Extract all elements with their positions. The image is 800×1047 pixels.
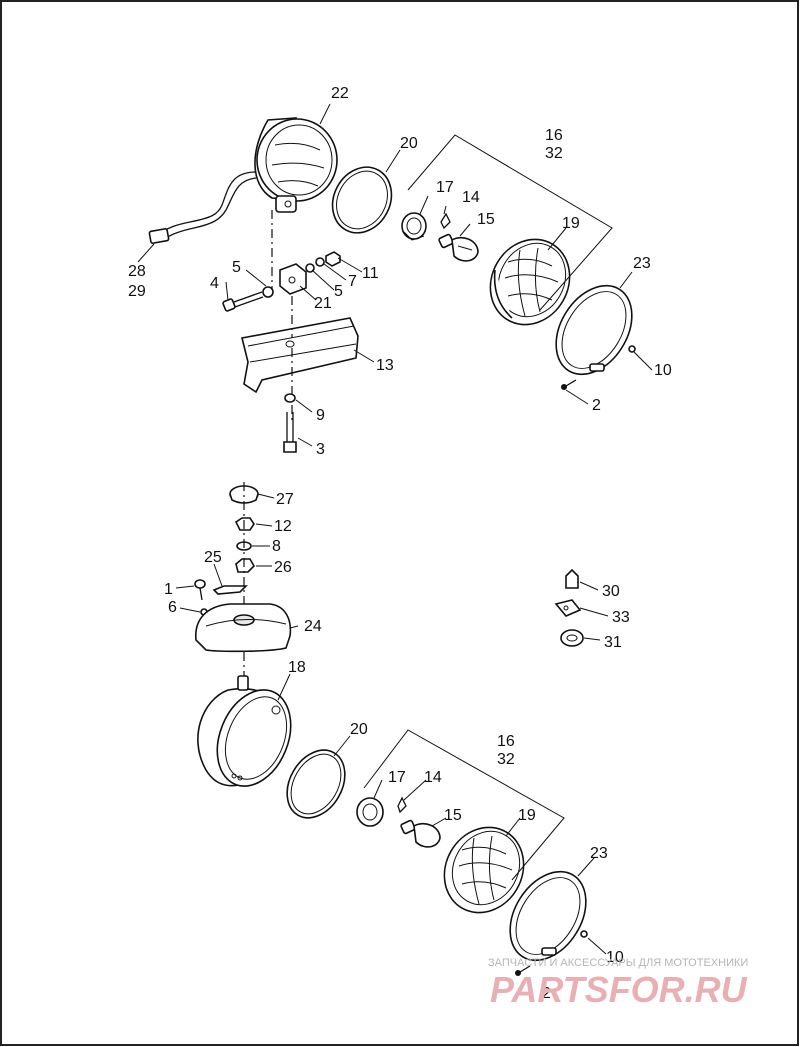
- nut-26: [235, 558, 255, 573]
- mount-bracket-13: [241, 317, 359, 394]
- bulb-15-bottom: [400, 819, 441, 848]
- label-19-bottom: 19: [518, 807, 536, 824]
- nut-10-top: [628, 345, 636, 353]
- watermark-tagline: ЗАПЧАСТИ И АКСЕССУАРЫ ДЛЯ МОТОТЕХНИКИ: [488, 957, 748, 969]
- label-12: 12: [274, 518, 292, 535]
- clip-14-bottom: [397, 796, 407, 814]
- label-17-bottom: 17: [388, 769, 406, 786]
- label-24: 24: [304, 618, 322, 635]
- watermark: ЗАПЧАСТИ И АКСЕССУАРЫ ДЛЯ МОТОТЕХНИКИ PA…: [488, 957, 748, 1010]
- trim-ring-23-top: [555, 284, 633, 376]
- part-labels: 22 20 16 32 17 14 15 19 23 10 2 28 29 4 …: [128, 85, 672, 1002]
- screw-head-2-top: [561, 384, 567, 390]
- label-10: 10: [654, 362, 672, 379]
- seal-ring-20-bottom: [286, 749, 346, 819]
- mount-base-24: [195, 603, 292, 653]
- label-6: 6: [168, 599, 177, 616]
- label-29: 29: [128, 283, 146, 300]
- leader-lines: [137, 103, 653, 955]
- screw-1: [194, 579, 206, 601]
- label-4: 4: [210, 275, 219, 292]
- lamp-lens-19-top: [489, 238, 571, 326]
- label-3: 3: [316, 441, 325, 458]
- spacer-25: [212, 585, 248, 595]
- clip-14-top: [440, 212, 451, 230]
- label-32: 32: [545, 145, 563, 162]
- label-15-bottom: 15: [444, 807, 462, 824]
- label-16-bottom: 16: [497, 733, 515, 750]
- label-17: 17: [436, 179, 454, 196]
- nut-10-bottom: [580, 930, 588, 938]
- label-16: 16: [545, 127, 563, 144]
- label-2: 2: [592, 397, 601, 414]
- label-20: 20: [400, 135, 418, 152]
- label-8: 8: [272, 538, 281, 555]
- seal-ring-20-top: [331, 166, 393, 234]
- terminal-33: [554, 599, 582, 617]
- cap-27: [229, 485, 259, 504]
- label-19: 19: [562, 215, 580, 232]
- label-14: 14: [462, 189, 480, 206]
- lamp-housing-18: [197, 675, 292, 787]
- label-32-bottom: 32: [497, 751, 515, 768]
- label-1: 1: [164, 581, 173, 598]
- clamp-block-21: [279, 263, 307, 295]
- bolt-4: [222, 291, 264, 312]
- label-27: 27: [276, 491, 294, 508]
- label-21: 21: [314, 295, 332, 312]
- label-20-bottom: 20: [350, 721, 368, 738]
- bolt-3: [283, 412, 297, 453]
- lamp-housing-22: [148, 117, 338, 244]
- label-7: 7: [348, 273, 357, 290]
- label-18: 18: [288, 659, 306, 676]
- label-11: 11: [362, 265, 379, 282]
- grommet-31: [560, 629, 584, 647]
- bulb-15-top: [438, 233, 479, 262]
- label-9: 9: [316, 407, 325, 424]
- label-30: 30: [602, 583, 620, 600]
- screw-2-bottom: [519, 965, 531, 973]
- label-22: 22: [331, 85, 349, 102]
- label-25: 25: [204, 549, 222, 566]
- label-23-bottom: 23: [590, 845, 608, 862]
- label-33: 33: [612, 609, 630, 626]
- label-23: 23: [633, 255, 651, 272]
- label-5-left: 5: [232, 259, 241, 276]
- washer-5-left: [262, 286, 274, 298]
- label-2-bottom: 2: [542, 985, 551, 1002]
- label-13: 13: [376, 357, 394, 374]
- label-28: 28: [128, 263, 146, 280]
- lockwasher-7: [315, 257, 325, 267]
- washer-9: [284, 393, 296, 403]
- label-26: 26: [274, 559, 292, 576]
- bulb-socket-17-top: [401, 212, 427, 241]
- screw-2-top: [565, 379, 577, 387]
- nut-11: [325, 251, 341, 267]
- label-10-bottom: 10: [606, 949, 624, 966]
- label-14-bottom: 14: [424, 769, 442, 786]
- label-5-right: 5: [334, 283, 343, 300]
- trim-ring-23-bottom: [509, 870, 587, 962]
- watermark-brand: PARTSFOR.RU: [490, 969, 748, 1010]
- wire-connector-30: [565, 568, 579, 589]
- label-15: 15: [477, 211, 495, 228]
- screw-head-2-bottom: [515, 970, 521, 976]
- label-31: 31: [604, 634, 622, 651]
- bulb-socket-17-bottom: [356, 797, 384, 827]
- lamp-lens-19-bottom: [443, 826, 525, 914]
- nut-12: [234, 517, 255, 531]
